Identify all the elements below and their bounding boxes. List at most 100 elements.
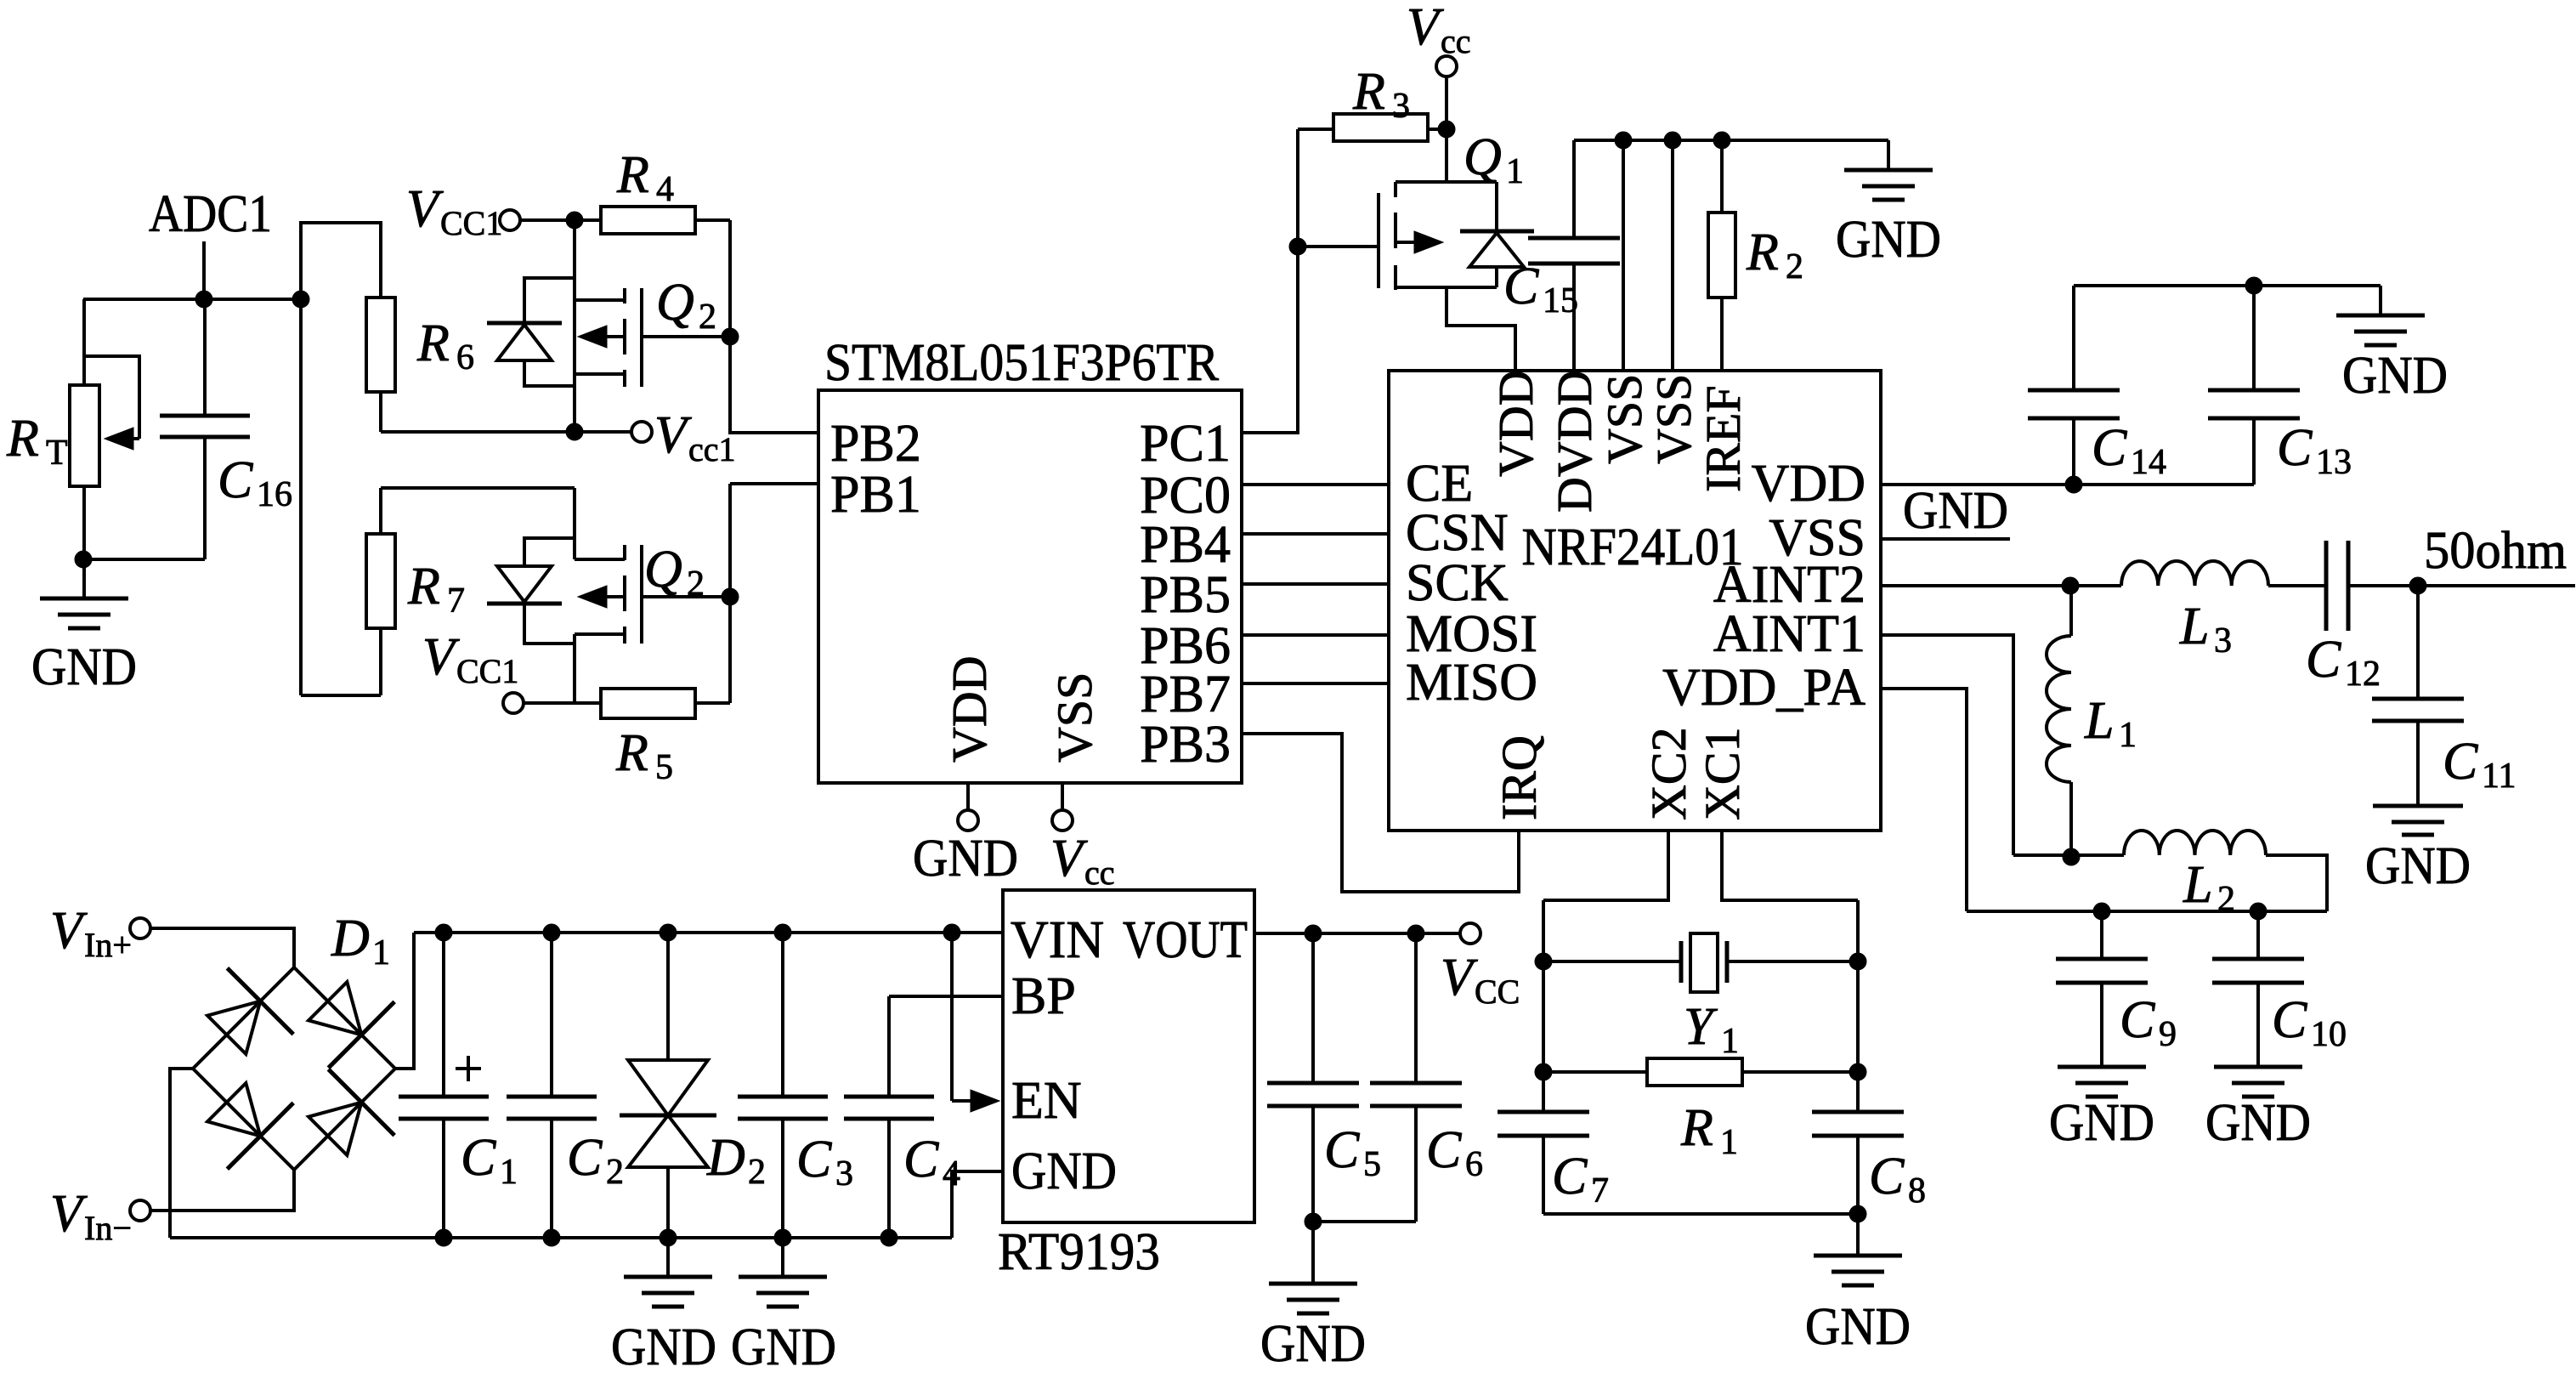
svg-text:V: V [50,1185,88,1243]
svg-text:7: 7 [1591,1171,1609,1211]
svg-text:In−: In− [84,1209,132,1247]
svg-text:R: R [616,146,649,204]
svg-text:C: C [1552,1148,1588,1205]
svg-text:C: C [2092,419,2127,477]
svg-text:R: R [1352,63,1385,121]
svg-text:GND: GND [2342,347,2448,405]
svg-text:C: C [218,451,253,509]
svg-text:AINT1: AINT1 [1713,605,1865,663]
svg-text:IRQ: IRQ [1492,735,1547,820]
svg-text:C: C [2306,631,2341,689]
svg-text:6: 6 [456,338,474,377]
svg-text:XC2: XC2 [1641,727,1696,820]
svg-text:VDD: VDD [1488,370,1543,477]
svg-text:6: 6 [1465,1145,1483,1184]
svg-text:C: C [1426,1121,1462,1179]
svg-text:R: R [615,724,648,782]
svg-text:3: 3 [835,1154,853,1194]
svg-text:8: 8 [1908,1171,1926,1211]
svg-text:VOUT: VOUT [1123,911,1248,969]
svg-text:Q: Q [656,274,694,332]
svg-text:MISO: MISO [1406,654,1537,712]
svg-text:V: V [1441,949,1478,1007]
svg-text:V: V [1050,830,1088,887]
svg-text:NRF24L01: NRF24L01 [1522,519,1744,576]
svg-text:STM8L051F3P6TR: STM8L051F3P6TR [824,334,1220,392]
svg-text:GND: GND [2205,1094,2311,1152]
svg-text:4: 4 [943,1154,960,1194]
svg-text:15: 15 [1543,281,1578,320]
svg-text:C: C [2277,419,2313,477]
svg-text:VSS: VSS [1769,509,1865,567]
svg-text:GND: GND [731,1318,836,1376]
svg-text:CC1: CC1 [440,204,502,242]
svg-text:C: C [1869,1148,1905,1205]
svg-text:GND: GND [1903,482,2008,540]
svg-text:PB3: PB3 [1140,716,1231,774]
svg-text:XC1: XC1 [1695,727,1750,820]
svg-text:T: T [46,434,68,473]
svg-text:C: C [903,1131,939,1188]
svg-text:1: 1 [372,933,390,973]
svg-text:50ohm: 50ohm [2424,522,2567,580]
svg-text:5: 5 [655,748,673,787]
svg-text:14: 14 [2131,443,2166,482]
svg-text:1: 1 [1721,1022,1739,1061]
svg-text:1: 1 [1506,152,1524,191]
svg-text:C: C [2272,991,2307,1049]
svg-text:1: 1 [1720,1123,1738,1162]
svg-text:V: V [422,628,460,686]
svg-text:2: 2 [1786,247,1803,286]
svg-text:C: C [461,1129,496,1187]
svg-text:PB6: PB6 [1140,617,1231,675]
svg-text:VIN: VIN [1011,911,1104,969]
svg-text:IREF: IREF [1696,385,1751,492]
svg-text:4: 4 [656,170,674,209]
svg-text:PC1: PC1 [1140,415,1231,473]
svg-text:C: C [1503,258,1539,315]
svg-text:CC1: CC1 [456,652,518,690]
svg-text:L: L [2179,598,2209,655]
svg-text:C: C [567,1129,603,1187]
svg-text:1: 1 [2119,716,2137,755]
svg-text:R: R [407,558,440,615]
svg-text:Y: Y [1684,998,1718,1056]
svg-text:CE: CE [1406,455,1473,513]
svg-text:2: 2 [2217,880,2235,919]
svg-text:PC0: PC0 [1140,467,1231,525]
svg-text:GND: GND [31,638,137,696]
svg-text:cc: cc [1084,853,1115,892]
svg-text:C: C [796,1131,832,1188]
svg-text:RT9193: RT9193 [998,1223,1160,1281]
svg-text:Q: Q [1464,128,1502,186]
svg-text:9: 9 [2159,1015,2177,1054]
svg-text:VDD: VDD [942,655,997,763]
svg-text:GND: GND [1836,211,1941,269]
svg-text:D: D [706,1129,745,1187]
svg-text:2: 2 [687,564,705,604]
svg-text:VDD_PA: VDD_PA [1662,659,1865,717]
svg-text:D: D [331,910,370,967]
svg-text:10: 10 [2311,1015,2347,1054]
svg-text:V: V [1407,0,1444,56]
svg-text:12: 12 [2345,655,2381,694]
svg-text:cc1: cc1 [688,430,736,468]
svg-text:V: V [406,180,444,238]
svg-text:C: C [1324,1121,1360,1179]
svg-text:R: R [416,315,450,372]
svg-text:PB5: PB5 [1140,566,1231,624]
svg-text:16: 16 [257,475,292,514]
svg-text:L: L [2183,856,2212,914]
svg-text:5: 5 [1363,1145,1381,1184]
svg-text:CC: CC [1475,973,1520,1011]
svg-text:V: V [50,902,88,960]
svg-text:GND: GND [611,1318,716,1376]
svg-text:2: 2 [748,1153,766,1192]
svg-text:GND: GND [913,830,1018,887]
svg-text:GND: GND [1260,1315,1366,1373]
svg-text:AINT2: AINT2 [1713,556,1865,614]
svg-text:VSS: VSS [1047,672,1102,763]
svg-text:R: R [1746,224,1779,281]
svg-text:3: 3 [1392,87,1410,126]
svg-text:2: 2 [699,298,716,337]
